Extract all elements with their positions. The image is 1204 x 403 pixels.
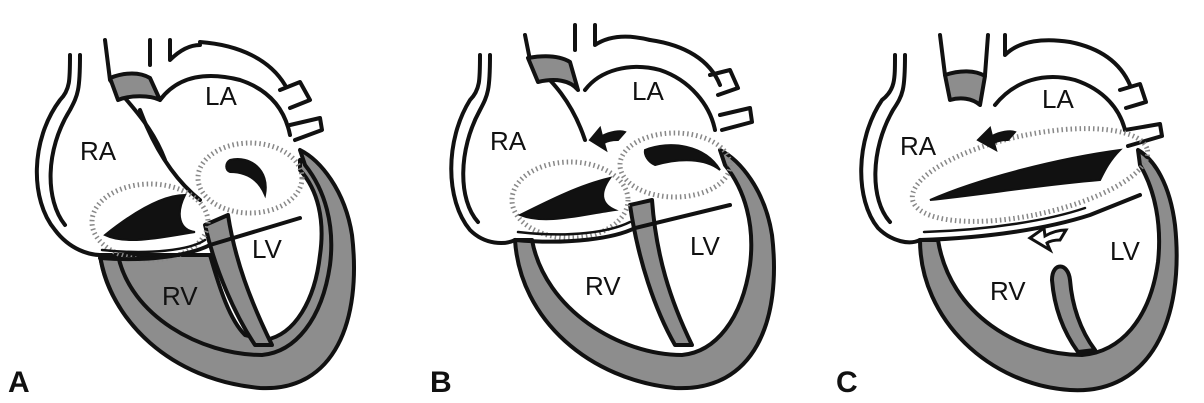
interventricular-septum xyxy=(1052,267,1095,353)
pulmonary-artery xyxy=(1070,42,1130,85)
heart-diagram-b: RA LA RV LV B xyxy=(420,0,820,403)
panel-a: RA LA RV LV A xyxy=(0,0,400,403)
heart-diagram-c: RA LA RV LV C xyxy=(820,0,1204,403)
pulmonary-vein-1 xyxy=(710,70,738,95)
mitral-leaflet xyxy=(645,145,720,170)
right-atrium-inner xyxy=(51,55,80,225)
chamber-la: LA xyxy=(632,76,664,106)
chamber-ra: RA xyxy=(80,136,117,166)
aorta xyxy=(150,40,200,65)
chamber-ra: RA xyxy=(900,131,937,161)
chamber-ra: RA xyxy=(490,126,527,156)
pulmonary-vein-2 xyxy=(290,118,322,140)
panel-label: B xyxy=(430,366,452,399)
vessel-cap xyxy=(945,71,985,105)
chamber-lv: LV xyxy=(252,234,283,264)
shunt-arrow-ventricular xyxy=(1030,228,1066,250)
aorta xyxy=(1005,35,1070,55)
panel-label: A xyxy=(8,366,30,399)
pulmonary-artery xyxy=(200,42,285,85)
mitral-leaflet xyxy=(226,159,266,195)
pulmonary-vein-2 xyxy=(720,108,752,130)
tricuspid-leaflet xyxy=(105,195,195,240)
superior-vena-cava xyxy=(940,35,988,75)
mitral-annulus xyxy=(198,143,302,213)
chamber-lv: LV xyxy=(690,231,721,261)
pulmonary-vein-2 xyxy=(1125,124,1162,146)
aorta xyxy=(575,25,650,50)
shunt-arrow xyxy=(590,128,625,150)
vessel-cap xyxy=(110,74,160,101)
chamber-lv: LV xyxy=(1110,236,1141,266)
panel-c: RA LA RV LV C xyxy=(820,0,1204,403)
heart-diagram-a: RA LA RV LV A xyxy=(0,0,400,403)
panel-b: RA LA RV LV B xyxy=(420,0,820,403)
panel-label: C xyxy=(836,366,858,399)
chamber-rv: RV xyxy=(162,281,198,311)
av-plane-inner xyxy=(102,240,205,252)
chamber-rv: RV xyxy=(990,276,1026,306)
av-plane xyxy=(920,195,1140,240)
chamber-la: LA xyxy=(1042,84,1074,114)
tricuspid-leaflet xyxy=(520,178,615,219)
chamber-rv: RV xyxy=(585,271,621,301)
right-atrium-inner xyxy=(463,55,490,222)
chamber-la: LA xyxy=(205,81,237,111)
pulmonary-vein-1 xyxy=(1120,84,1146,108)
